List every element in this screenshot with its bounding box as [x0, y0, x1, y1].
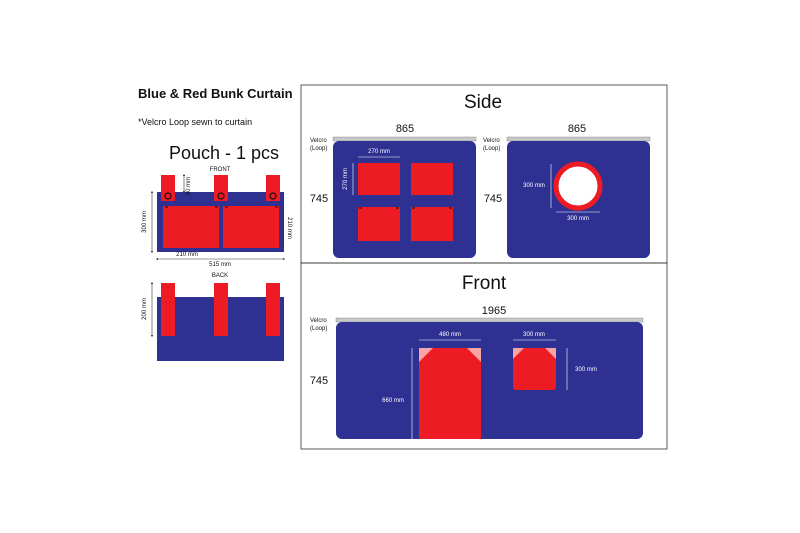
- front-window-tieback-left: [513, 348, 524, 359]
- front-velcro-strip: [335, 317, 644, 323]
- side-a-window-1: [358, 163, 400, 195]
- side-a-window-4: [411, 207, 453, 241]
- side-a-panel: [333, 141, 476, 258]
- side-a-velcro-label-2: (Loop): [310, 146, 327, 152]
- front-dim-window-h-label: 300 mm: [575, 367, 597, 373]
- front-door-tieback-right: [467, 348, 481, 362]
- velcro-note: *Velcro Loop sewn to curtain: [138, 117, 253, 127]
- side-b-height-label: 745: [484, 193, 502, 205]
- side-a-window-3: [358, 207, 400, 241]
- side-heading: Side: [464, 92, 502, 113]
- front-velcro-label-2: (Loop): [310, 326, 327, 332]
- side-a-velcro-strip: [332, 136, 477, 142]
- pouch-snap-center: [217, 192, 225, 200]
- front-heading: Front: [462, 273, 507, 294]
- pouch-back-loop-left: [161, 283, 175, 336]
- front-dim-window-w-label: 300 mm: [523, 332, 545, 338]
- dim-back-height-label: 200 mm: [142, 298, 148, 320]
- front-width-label: 1965: [482, 305, 506, 317]
- dim-pocket-height-label: 210 mm: [286, 217, 292, 239]
- page-title: Blue & Red Bunk Curtain: [138, 86, 293, 101]
- pouch-loop-center: [214, 175, 228, 201]
- front-door-tieback-left: [419, 348, 433, 362]
- front-panel: [336, 322, 643, 439]
- side-b-velcro-label-2: (Loop): [483, 146, 500, 152]
- side-b-dim-h-label: 300 mm: [523, 183, 545, 189]
- pouch-heading: Pouch - 1 pcs: [169, 143, 279, 163]
- front-dim-door-w-label: 480 mm: [439, 332, 461, 338]
- dim-pocket-width-label: 210 mm: [176, 252, 198, 258]
- pouch-back-label: BACK: [212, 273, 228, 279]
- front-window-tieback-right: [545, 348, 556, 359]
- pouch-snap-left: [164, 192, 172, 200]
- side-a-height-label: 745: [310, 193, 328, 205]
- side-b-width-label: 865: [568, 123, 586, 135]
- front-dim-door-h-label: 660 mm: [382, 398, 404, 404]
- side-b-velcro-label-1: Velcro: [483, 138, 500, 144]
- side-b-velcro-strip: [506, 136, 651, 142]
- side-b-round-window: [553, 161, 603, 211]
- pouch-loop-left: [161, 175, 175, 201]
- side-b-dim-w-label: 300 mm: [567, 216, 589, 222]
- pouch-loop-right: [266, 175, 280, 201]
- pouch-pocket-left: [163, 206, 219, 248]
- side-a-window-2: [411, 163, 453, 195]
- front-frame: [300, 262, 668, 450]
- pouch-front-label: FRONT: [210, 167, 231, 173]
- dim-loop-label: 90 mm: [186, 177, 192, 195]
- pouch-snap-right: [269, 192, 277, 200]
- pouch-back-loop-center: [214, 283, 228, 336]
- front-velcro-label-1: Velcro: [310, 318, 327, 324]
- front-door-opening: [419, 348, 481, 439]
- dim-pouch-height-label: 300 mm: [142, 211, 148, 233]
- pouch-back-loop-right: [266, 283, 280, 336]
- front-height-label: 745: [310, 375, 328, 387]
- dim-pouch-width-label: 515 mm: [209, 262, 231, 268]
- side-a-dim-h-label: 270 mm: [343, 168, 349, 190]
- side-a-dim-w-label: 270 mm: [368, 149, 390, 155]
- side-a-width-label: 865: [396, 123, 414, 135]
- pouch-pocket-right: [223, 206, 279, 248]
- front-window: [513, 348, 556, 390]
- side-a-velcro-label-1: Velcro: [310, 138, 327, 144]
